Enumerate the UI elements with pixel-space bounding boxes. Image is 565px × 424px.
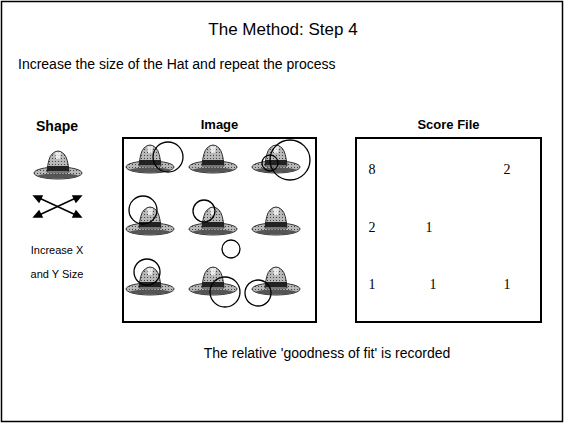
score-value: 2 xyxy=(504,162,511,178)
search-circles xyxy=(129,140,310,307)
slide-title: The Method: Step 4 xyxy=(208,20,357,40)
score-value: 8 xyxy=(369,162,376,178)
frame-box: Score File xyxy=(355,137,542,323)
score-value: 2 xyxy=(369,220,376,236)
image-hats xyxy=(126,145,300,295)
score-value: 1 xyxy=(430,277,437,293)
frame-box: Image xyxy=(122,137,317,323)
hat-shape xyxy=(34,151,82,179)
caption: The relative 'goodness of fit' is record… xyxy=(204,345,451,361)
score-value: 1 xyxy=(369,277,376,293)
score-value: 1 xyxy=(426,220,433,236)
box-heading: Image xyxy=(201,117,239,132)
cross-arrows xyxy=(34,196,81,217)
subtitle: Increase the size of the Hat and repeat … xyxy=(18,56,336,72)
shape-note: Increase X and Y Size xyxy=(30,238,84,286)
column-heading: Shape xyxy=(36,118,78,134)
box-heading: Score File xyxy=(417,117,479,132)
score-value: 1 xyxy=(504,277,511,293)
